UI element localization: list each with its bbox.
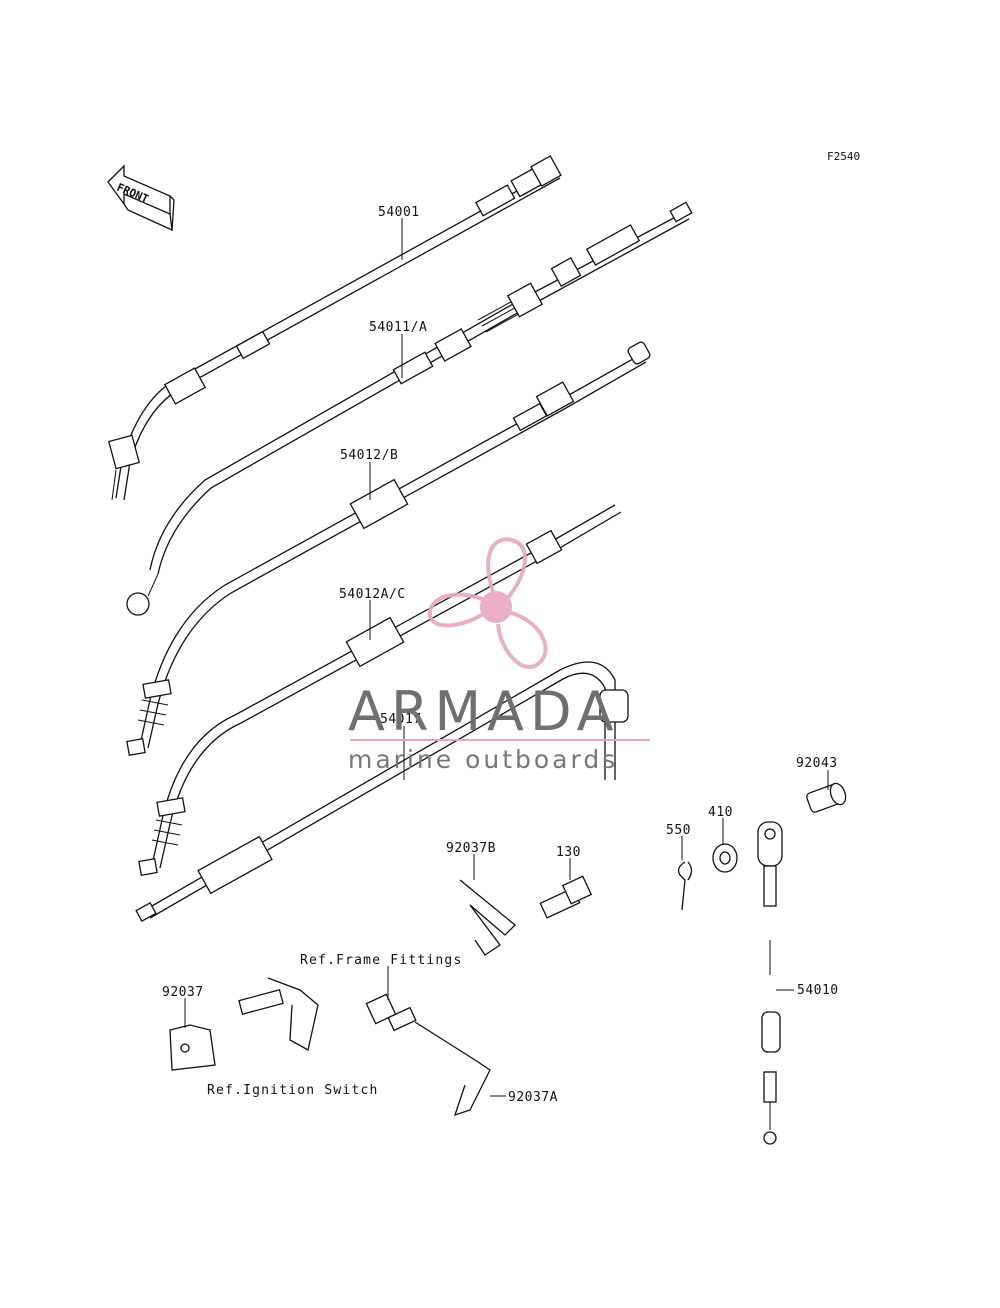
label-410: 410 bbox=[708, 805, 733, 820]
label-54001: 54001 bbox=[378, 205, 420, 220]
watermark-brand: ARMADA bbox=[348, 680, 620, 743]
label-92037b: 92037B bbox=[446, 841, 496, 856]
label-550: 550 bbox=[666, 823, 691, 838]
ref-ignition-switch: Ref.Ignition Switch bbox=[207, 1083, 379, 1098]
part-92037-clamp bbox=[169, 1024, 216, 1071]
cable-54017 bbox=[135, 661, 629, 923]
part-54010-joint bbox=[757, 821, 783, 1145]
cable-54012ac bbox=[138, 504, 622, 877]
part-92037a-clip bbox=[414, 1021, 491, 1117]
label-54010: 54010 bbox=[797, 983, 839, 998]
cable-54001 bbox=[107, 155, 562, 501]
cable-54011 bbox=[126, 201, 693, 616]
part-410-washer bbox=[712, 843, 738, 873]
part-92043 bbox=[806, 782, 847, 813]
cable-54012b bbox=[126, 341, 651, 757]
label-92043: 92043 bbox=[796, 756, 838, 771]
label-92037: 92037 bbox=[162, 985, 204, 1000]
watermark-tagline: marine outboards bbox=[348, 745, 618, 774]
front-arrow-icon: FRONT bbox=[107, 164, 175, 232]
part-92037b-clip bbox=[459, 879, 516, 956]
label-54012b: 54012/B bbox=[340, 448, 398, 463]
label-54011a: 54011/A bbox=[369, 320, 427, 335]
watermark-logo-icon bbox=[428, 537, 548, 669]
label-130: 130 bbox=[556, 845, 581, 860]
label-54017: 54017 bbox=[380, 712, 422, 727]
label-54012ac: 54012A/C bbox=[339, 587, 406, 602]
label-92037a: 92037A bbox=[508, 1090, 558, 1105]
figure-id: F2540 bbox=[827, 150, 860, 163]
ref-frame-fittings: Ref.Frame Fittings bbox=[300, 953, 462, 968]
part-frame-bolt bbox=[365, 993, 417, 1032]
part-130-bolt bbox=[539, 875, 593, 919]
part-550-pin bbox=[677, 861, 693, 911]
part-bracket bbox=[238, 977, 319, 1051]
